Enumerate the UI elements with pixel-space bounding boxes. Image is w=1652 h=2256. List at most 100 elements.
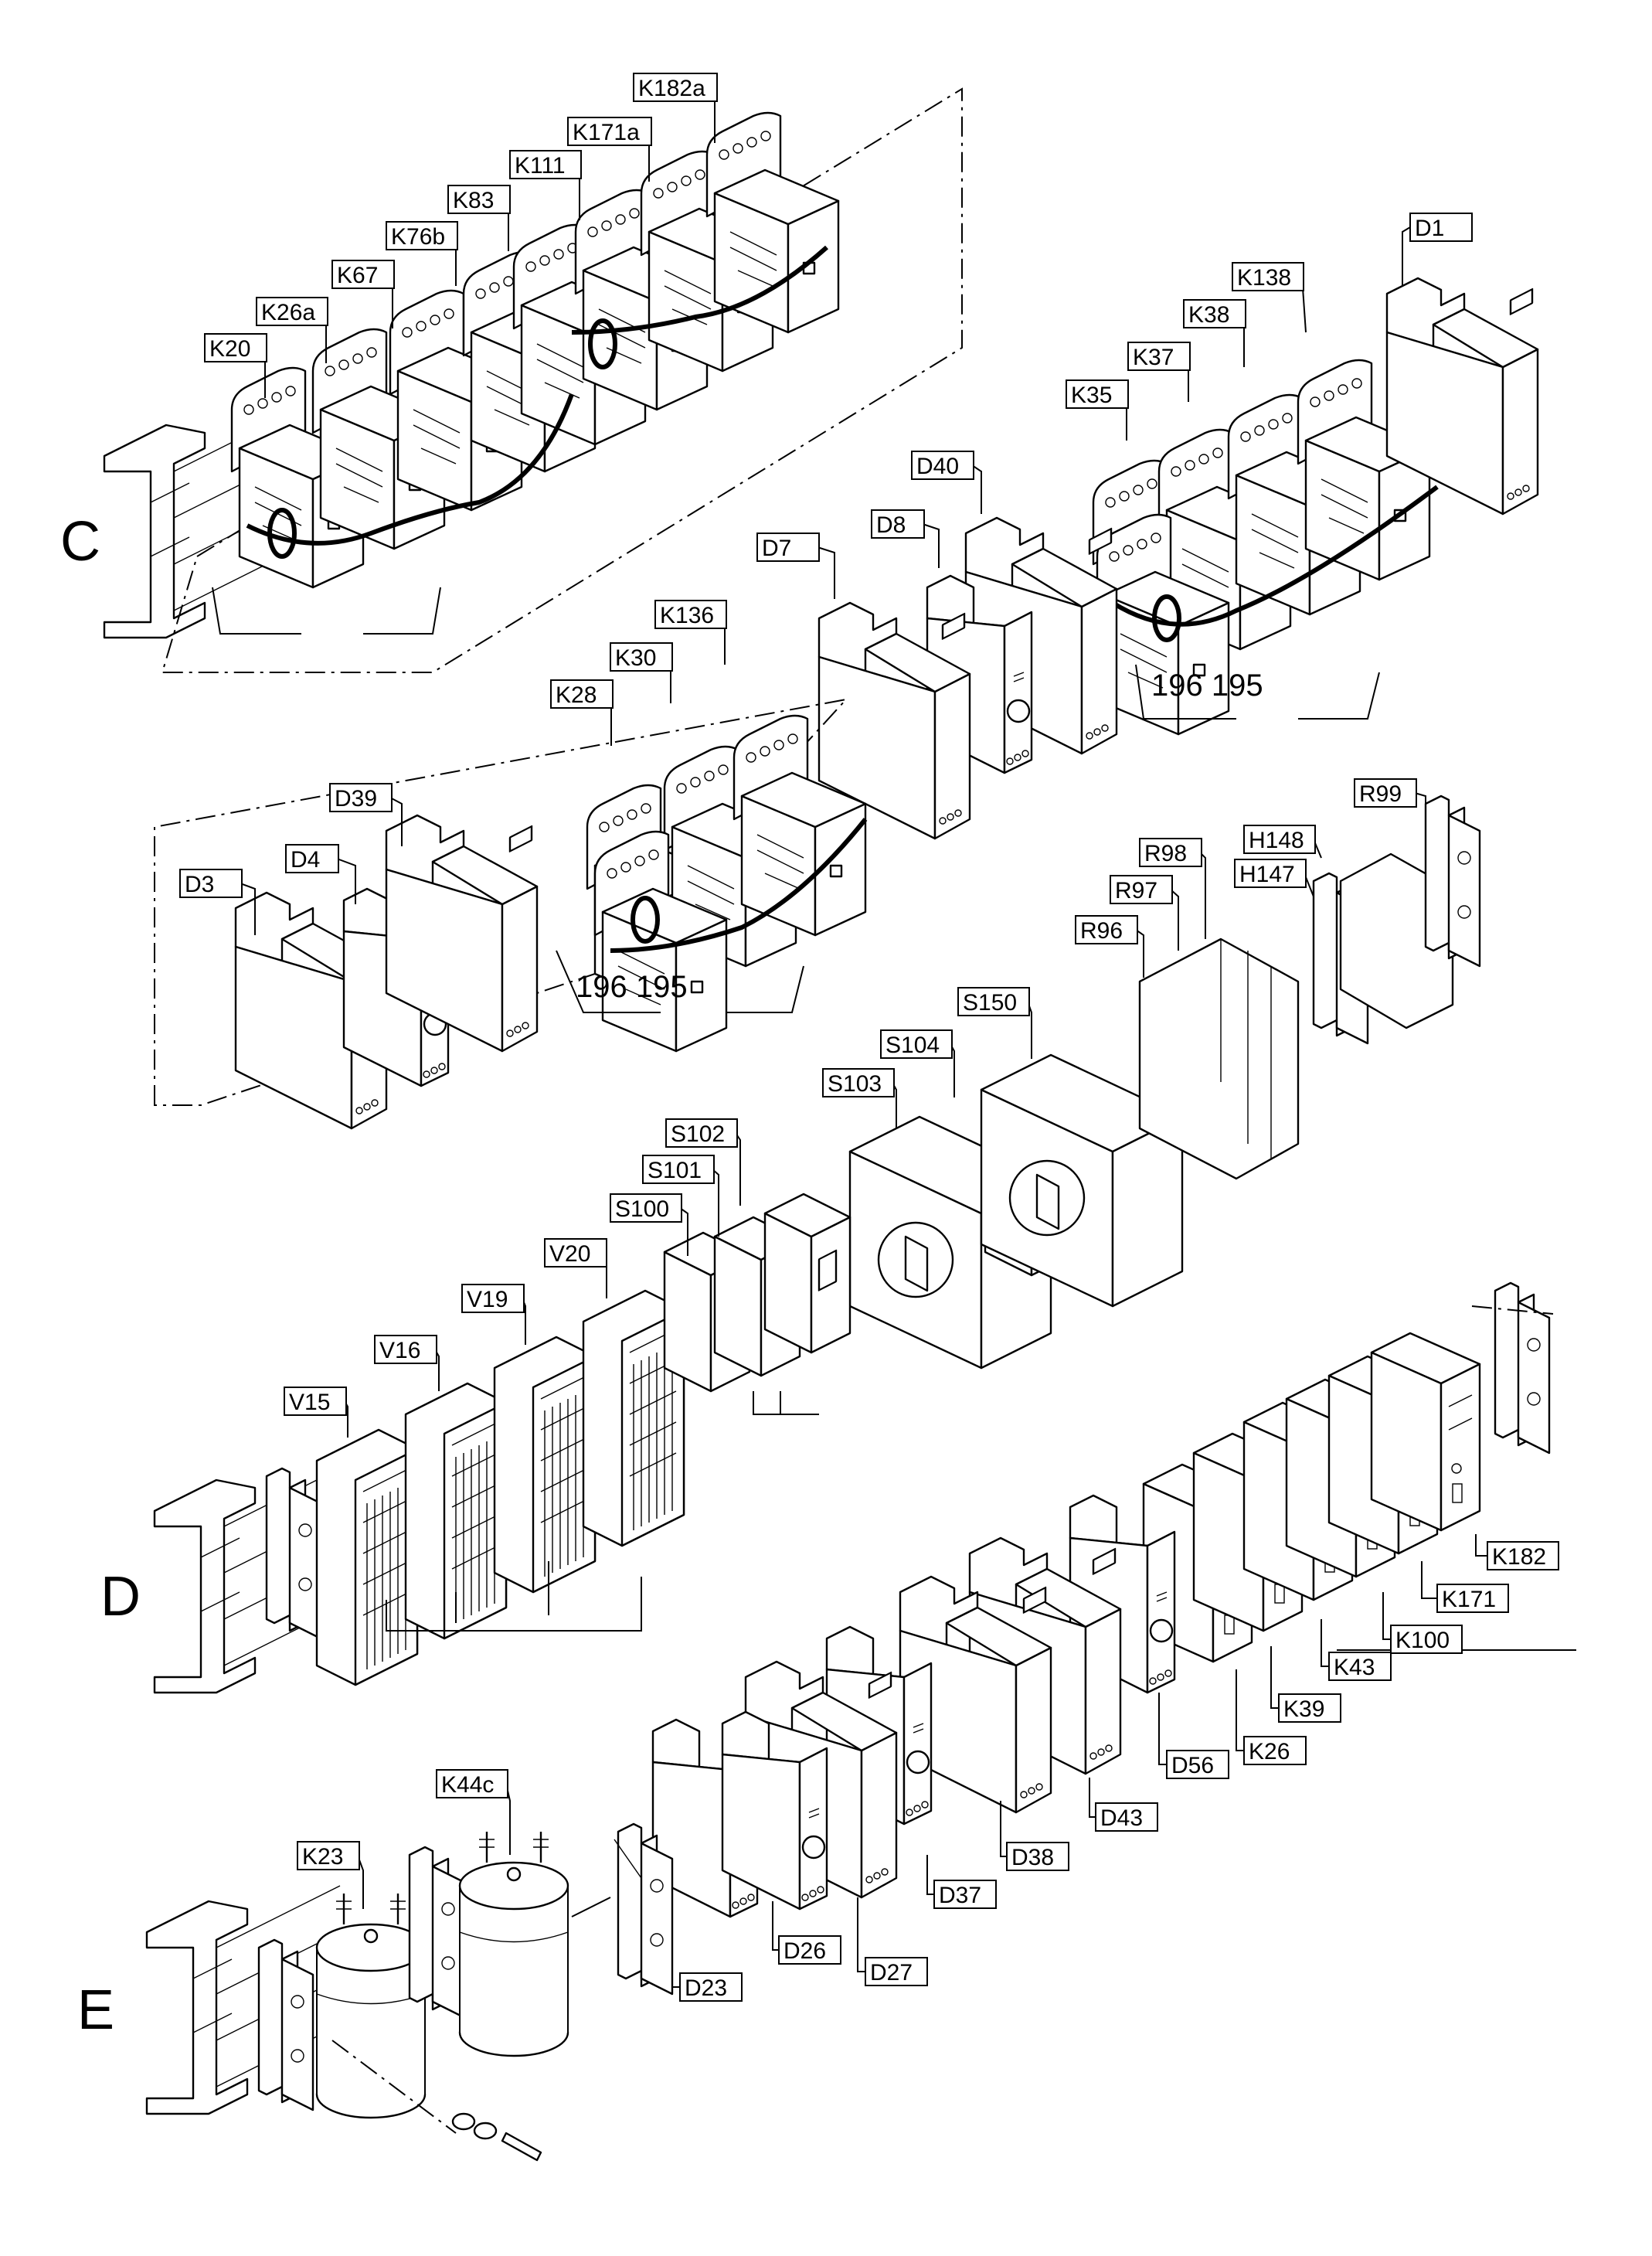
bracket-c2	[1135, 664, 1380, 720]
callout-text: K30	[615, 645, 656, 671]
leader-line	[1382, 1592, 1391, 1640]
section-d: D	[100, 1193, 1576, 1996]
callout-k100: K100	[1382, 1592, 1463, 1654]
callout-box	[1110, 875, 1173, 904]
callout-text: K182a	[638, 76, 705, 101]
callout-text: K100	[1395, 1628, 1450, 1653]
callout-text: K44c	[441, 1772, 494, 1798]
callout-box	[386, 221, 458, 250]
section-e-letter: E	[77, 1979, 114, 2041]
wire-harness-c3	[610, 818, 868, 953]
callout-r97: R97	[1110, 875, 1179, 951]
bracket-c1	[212, 587, 441, 635]
leader-line	[389, 797, 403, 846]
callout-d39: D39	[329, 783, 403, 846]
callout-box	[1354, 778, 1417, 808]
mounting-axis	[331, 2040, 457, 2134]
leader-line	[240, 883, 256, 935]
callout-box	[1234, 859, 1307, 888]
callout-k111: K111	[509, 150, 582, 220]
callout-k38: K38	[1183, 299, 1246, 367]
leader-line	[1089, 1778, 1096, 1818]
callout-labels: K182aK171aK111K83K76bK67K26aK20D1K138K38…	[179, 73, 1559, 2002]
callout-s100: S100	[610, 1193, 688, 1256]
callout-box	[822, 1068, 895, 1097]
callout-k138: K138	[1232, 262, 1307, 333]
leader-line	[772, 1901, 779, 1951]
callout-box	[256, 297, 328, 326]
callout-text: S103	[828, 1071, 882, 1097]
callout-text: D39	[335, 786, 377, 812]
callout-k43: K43	[1321, 1619, 1392, 1681]
callout-box	[1139, 838, 1202, 867]
callout-box	[1127, 342, 1191, 371]
callout-box	[871, 509, 925, 539]
callout-k76b: K76b	[386, 221, 458, 286]
leader-line	[1170, 889, 1179, 951]
callout-box	[567, 117, 652, 146]
callout-text: H147	[1239, 862, 1295, 887]
callout-text: D8	[876, 512, 906, 538]
callout-text: K182	[1492, 1544, 1546, 1570]
callout-k44c: K44c	[436, 1769, 511, 1855]
callout-k37: K37	[1127, 342, 1191, 402]
callout-box	[1066, 379, 1129, 409]
callout-k171a: K171a	[567, 117, 652, 182]
annotation-196-195-a: 196 195	[1151, 669, 1263, 703]
bracket-s	[753, 1391, 819, 1415]
callout-s150: S150	[957, 987, 1032, 1059]
callout-box	[1232, 262, 1304, 291]
callout-d26: D26	[772, 1901, 841, 1965]
leader-line	[336, 858, 356, 904]
callout-text: K138	[1237, 265, 1291, 291]
callout-text: K67	[337, 263, 378, 288]
callout-s102: S102	[665, 1118, 741, 1206]
callout-box	[933, 1880, 997, 1909]
callout-text: V20	[549, 1241, 590, 1267]
callout-text: K43	[1334, 1655, 1375, 1680]
leader-line	[857, 1897, 865, 1972]
callout-d4: D4	[285, 844, 356, 904]
callout-k39: K39	[1270, 1646, 1341, 1723]
group-c2: 196 195	[818, 277, 1539, 840]
callout-box	[1166, 1750, 1229, 1779]
callout-text: V15	[289, 1390, 330, 1415]
annotation-196-195-b: 196 195	[576, 970, 688, 1004]
callout-k23: K23	[297, 1841, 364, 1909]
leader-line	[817, 546, 835, 599]
callout-box	[179, 869, 243, 898]
callout-box	[865, 1957, 928, 1986]
section-d-letter: D	[100, 1566, 141, 1628]
callout-box	[880, 1029, 953, 1059]
callout-text: V19	[467, 1287, 508, 1312]
callout-box	[1409, 213, 1473, 242]
callout-text: S150	[963, 990, 1017, 1016]
section-c: C	[60, 87, 963, 673]
callout-d7: D7	[756, 533, 835, 599]
leader-line	[1402, 226, 1411, 286]
callout-text: K38	[1188, 302, 1229, 328]
group-outline-c3	[154, 698, 848, 1106]
leader-line	[922, 523, 940, 568]
callout-text: D1	[1415, 216, 1444, 241]
callout-h148: H148	[1243, 825, 1322, 859]
callout-k182: K182	[1475, 1534, 1559, 1570]
callout-box	[911, 451, 974, 480]
callout-r96: R96	[1075, 915, 1144, 978]
callout-k26: K26	[1236, 1669, 1307, 1765]
leader-line	[1270, 1646, 1279, 1709]
callout-text: D37	[939, 1883, 981, 1908]
callout-box	[1436, 1584, 1509, 1613]
callout-text: D27	[870, 1960, 913, 1985]
callout-box	[461, 1284, 525, 1313]
callout-d40: D40	[911, 451, 982, 514]
callout-text: V16	[379, 1338, 420, 1363]
callout-text: K39	[1283, 1696, 1324, 1722]
leader-line	[1475, 1534, 1487, 1557]
leader-line	[679, 1207, 688, 1256]
callout-d56: D56	[1158, 1693, 1229, 1779]
callout-text: D38	[1011, 1845, 1054, 1870]
leader-e	[571, 1897, 611, 1917]
callout-text: K23	[302, 1844, 343, 1870]
